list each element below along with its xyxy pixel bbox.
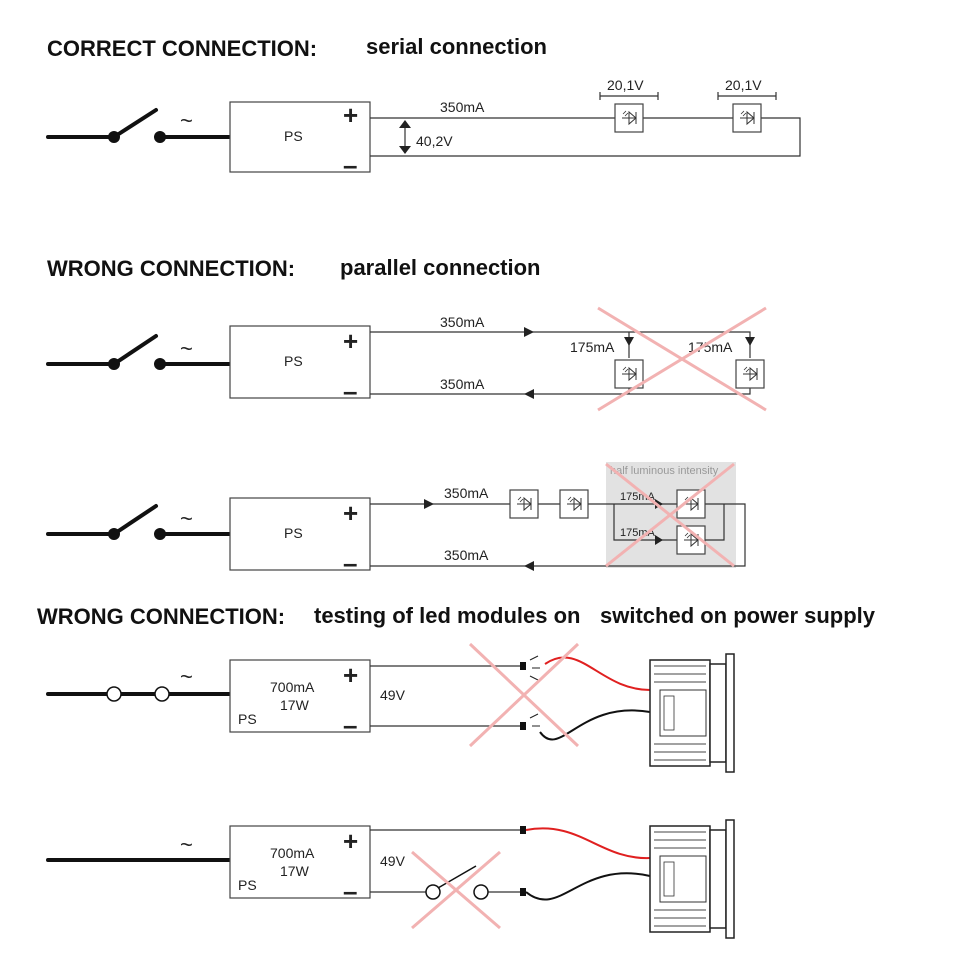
voltage-label: 49V — [380, 687, 406, 703]
section2-title: WRONG CONNECTION: — [47, 256, 296, 281]
led-1-icon — [509, 489, 539, 519]
minus-terminal: – — [343, 876, 357, 906]
current-arrow-icon — [524, 389, 534, 399]
led-2-voltage: 20,1V — [725, 77, 762, 93]
total-voltage-label: 40,2V — [416, 133, 453, 149]
ac-icon: ~ — [180, 108, 193, 133]
led-1-icon — [614, 103, 644, 133]
plus-terminal: + — [343, 326, 358, 356]
voltage-label: 49V — [380, 853, 406, 869]
ps-current: 700mA — [270, 845, 315, 861]
switch-contact-icon — [108, 528, 120, 540]
switch-contact-icon — [108, 358, 120, 370]
black-wire — [525, 872, 651, 901]
ac-icon: ~ — [180, 506, 193, 531]
section4-title: WRONG CONNECTION: — [37, 604, 286, 629]
current-top-label: 350mA — [444, 485, 489, 501]
half-intensity-label: half luminous intensity — [610, 465, 719, 477]
minus-terminal: – — [343, 150, 357, 180]
ac-icon: ~ — [180, 832, 193, 857]
ps-label: PS — [238, 877, 257, 893]
ps-current: 700mA — [270, 679, 315, 695]
current-arrow-icon — [524, 327, 534, 337]
led-3-icon — [676, 489, 706, 519]
ps-label: PS — [238, 711, 257, 727]
current-bottom-label: 350mA — [440, 376, 485, 392]
section2-subtitle: parallel connection — [340, 255, 541, 280]
current-top-label: 350mA — [440, 314, 485, 330]
led-2-icon — [559, 489, 589, 519]
section4-subtitle-2: switched on power supply — [600, 603, 876, 628]
section4-circuit: ~ 700mA 17W PS + – 49V — [46, 642, 735, 773]
branch-current-2: 175mA — [688, 339, 733, 355]
ps-label: PS — [284, 353, 303, 369]
current-bottom-label: 350mA — [444, 547, 489, 563]
plus-terminal: + — [343, 100, 358, 130]
plus-terminal: + — [343, 498, 358, 528]
branch-current-1: 175mA — [620, 491, 656, 503]
current-arrow-icon — [424, 499, 434, 509]
red-wire — [544, 656, 651, 691]
led-2-icon — [735, 359, 765, 389]
minus-terminal: – — [343, 710, 357, 740]
switch-contact-icon — [425, 884, 441, 900]
section1-subtitle: serial connection — [366, 34, 547, 59]
red-wire — [525, 827, 651, 860]
black-wire — [539, 709, 651, 741]
ps-power: 17W — [280, 863, 310, 879]
section2-circuit: ~ PS + – 350mA 350mA 175mA 175mA — [46, 306, 767, 412]
switch-lever — [437, 865, 477, 889]
section3-circuit: ~ PS + – half luminous intensity 350mA 3… — [46, 462, 746, 578]
ps-label: PS — [284, 525, 303, 541]
current-arrow-icon — [524, 561, 534, 571]
branch-current-1: 175mA — [570, 339, 615, 355]
ac-icon: ~ — [180, 336, 193, 361]
power-supply-box — [229, 325, 371, 399]
minus-terminal: – — [343, 548, 357, 578]
minus-terminal: – — [343, 376, 357, 406]
power-supply-box — [229, 659, 371, 733]
switch-lever — [112, 108, 158, 139]
power-supply-box — [229, 101, 371, 173]
led-1-voltage: 20,1V — [607, 77, 644, 93]
ac-icon: ~ — [180, 664, 193, 689]
open-contact-icon — [106, 686, 122, 702]
led-module-icon — [649, 653, 735, 773]
ps-power: 17W — [280, 697, 310, 713]
section4-subtitle: testing of led modules on — [314, 603, 581, 628]
current-label: 350mA — [440, 99, 485, 115]
led-module-icon — [649, 819, 735, 939]
branch-current-2: 175mA — [620, 527, 656, 539]
switch-contact-icon — [108, 131, 120, 143]
power-supply-box — [229, 497, 371, 571]
led-2-icon — [732, 103, 762, 133]
plus-terminal: + — [343, 660, 358, 690]
power-supply-box — [229, 825, 371, 899]
ps-label: PS — [284, 128, 303, 144]
plus-terminal: + — [343, 826, 358, 856]
section1-circuit: ~ PS + – 350mA 40,2V 20,1V 20,1V — [46, 77, 801, 180]
section5-circuit: ~ 700mA 17W PS + – 49V — [46, 819, 735, 939]
section1-title: CORRECT CONNECTION: — [47, 36, 318, 61]
